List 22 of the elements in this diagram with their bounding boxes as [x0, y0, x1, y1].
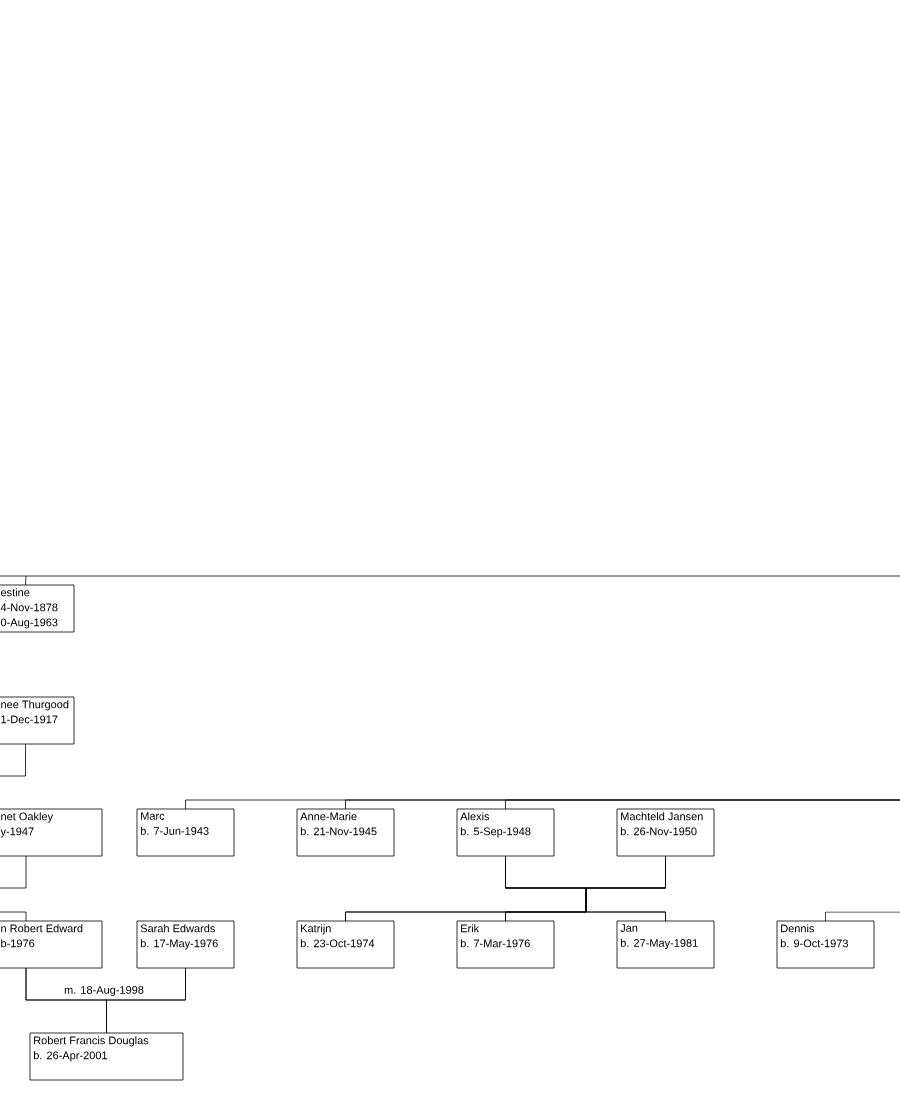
tree-line	[0, 743, 26, 777]
person-box: Marc b. 7-Jun-1943	[136, 808, 235, 857]
person-box: Anne-Marie b. 21-Nov-1945	[296, 808, 395, 857]
person-box: Katrijn b. 23-Oct-1974	[296, 920, 395, 969]
person-box: net Oakley y-1947	[0, 808, 103, 857]
person-box: estine 4-Nov-1878 0-Aug-1963	[0, 584, 75, 633]
person-box: Sarah Edwards b. 17-May-1976	[136, 920, 235, 969]
tree-line	[0, 911, 27, 922]
person-box: Robert Francis Douglas b. 26-Apr-2001	[29, 1032, 184, 1081]
tree-line	[0, 575, 900, 586]
tree-line	[0, 855, 27, 889]
person-box: Erik b. 7-Mar-1976	[456, 920, 555, 969]
edge-label: m. 18-Aug-1998	[63, 985, 145, 997]
tree-line	[345, 855, 666, 922]
tree-line	[505, 799, 900, 810]
person-box: n Robert Edward b-1976	[0, 920, 103, 969]
person-box: Dennis b. 9-Oct-1973	[776, 920, 875, 969]
person-box: nee Thurgood 1-Dec-1917	[0, 696, 75, 745]
tree-line	[25, 967, 186, 1034]
person-box: Alexis b. 5-Sep-1948	[456, 808, 555, 857]
person-box: Jan b. 27-May-1981	[616, 920, 715, 969]
person-box: Machteld Jansen b. 26-Nov-1950	[616, 808, 715, 857]
